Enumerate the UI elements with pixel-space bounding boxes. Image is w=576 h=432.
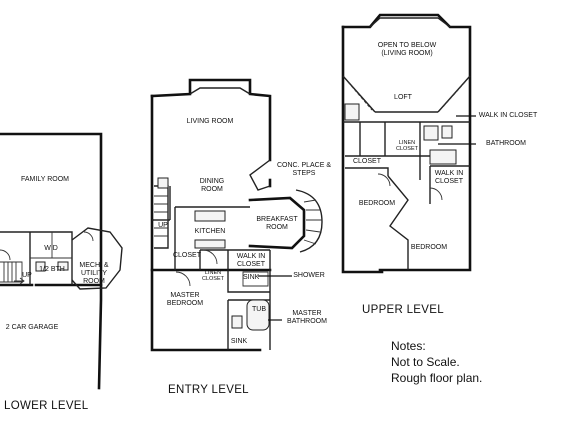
sink-label: SINK [243, 274, 260, 281]
shower-icon [242, 271, 269, 287]
toilet-icon [441, 125, 453, 139]
tub-icon [429, 149, 457, 165]
room-closet: CLOSET [172, 252, 201, 259]
toilet-icon [231, 315, 243, 329]
room-linen-closet: LINEN CLOSET [201, 270, 224, 282]
level-title-lower: LOWER LEVEL [4, 400, 89, 412]
door-swing-icon [83, 231, 94, 242]
room-washer-dryer: W D [44, 245, 58, 252]
room-living-room: LIVING ROOM [186, 118, 234, 125]
level-title-entry: ENTRY LEVEL [168, 384, 249, 396]
room-garage: 2 CAR GARAGE [5, 324, 59, 331]
master-bathroom-label: MASTER BATHROOM [287, 310, 327, 325]
room-master-bedroom: MASTER BEDROOM [166, 292, 204, 307]
bathroom-label: BATHROOM [486, 140, 526, 147]
open-to-below-label: OPEN TO BELOW (LIVING ROOM) [377, 42, 437, 57]
room-kitchen: KITCHEN [194, 228, 226, 235]
sink-icon [57, 261, 69, 271]
lower-level-plan [0, 132, 123, 390]
room-bedroom-2: BEDROOM [410, 244, 448, 251]
door-swing-icon [175, 271, 191, 287]
room-dining-room: DINING ROOM [199, 178, 225, 193]
appliance-icon [157, 177, 169, 189]
tub-label: TUB [252, 306, 266, 313]
tub-icon [246, 299, 270, 331]
sink-icon [423, 125, 439, 141]
stair-icon [344, 103, 360, 121]
entry-level-plan [150, 78, 323, 352]
notes-line-rough: Rough floor plan. [391, 371, 483, 385]
door-swing-icon [429, 187, 443, 201]
conc-place-steps-label: CONC. PLACE & STEPS [276, 162, 332, 177]
kitchen-counter [194, 210, 226, 222]
room-closet: CLOSET [352, 158, 381, 165]
room-family-room: FAMILY ROOM [21, 176, 69, 183]
door-swing-icon [377, 173, 391, 187]
notes-line-scale: Not to Scale. [391, 355, 460, 369]
notes-heading: Notes: [391, 339, 426, 353]
level-title-upper: UPPER LEVEL [362, 304, 444, 316]
room-bedroom-1: BEDROOM [358, 200, 396, 207]
room-breakfast-room: BREAKFAST ROOM [256, 216, 298, 231]
room-walk-in-closet-2: WALK IN CLOSET [434, 170, 464, 185]
door-swing-icon [202, 249, 218, 265]
sink-label-2: SINK [230, 338, 248, 345]
room-linen-closet: LINEN CLOSET [395, 140, 418, 152]
room-loft: LOFT [394, 94, 412, 101]
shower-label: SHOWER [293, 272, 325, 279]
toilet-icon [35, 261, 46, 272]
stair-up-label: UP [22, 272, 32, 279]
kitchen-counter-2 [194, 239, 226, 249]
walk-in-closet-label: WALK IN CLOSET [478, 112, 538, 119]
room-walk-in-closet: WALK IN CLOSET [236, 253, 266, 268]
room-mech-utility: MECH. & UTILITY ROOM [79, 262, 109, 285]
upper-level-plan [341, 13, 476, 274]
stair-up-label: UP [158, 222, 168, 229]
room-half-bath: 1/2 BTH [39, 266, 65, 273]
notes-block: Notes: Not to Scale. Rough floor plan. [391, 338, 482, 386]
